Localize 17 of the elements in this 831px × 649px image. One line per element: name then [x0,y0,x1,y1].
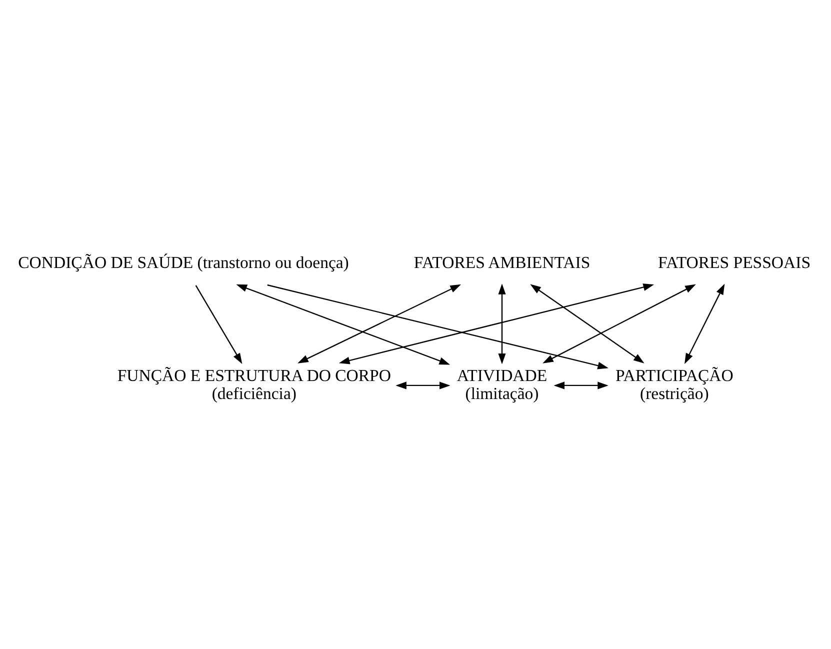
node-text: CONDIÇÃO DE SAÚDE (transtorno ou doença) [18,252,349,272]
node-text: FATORES PESSOAIS [658,252,811,272]
arrow [530,284,644,363]
arrow [195,284,242,364]
arrow [267,284,608,369]
arrow [396,381,450,389]
node-text: PARTICIPAÇÃO (restrição) [615,365,734,402]
node-text: ATIVIDADE (limitação) [456,365,548,402]
arrow [338,282,654,364]
arrow [684,283,725,364]
arrow [498,283,506,364]
arrow [542,284,696,363]
arrow [236,284,450,364]
arrow [298,284,462,363]
node-text: FUNÇÃO E ESTRUTURA DO CORPO (deficiência) [117,365,391,402]
node-text: FATORES AMBIENTAIS [414,252,590,272]
arrow [554,381,608,389]
